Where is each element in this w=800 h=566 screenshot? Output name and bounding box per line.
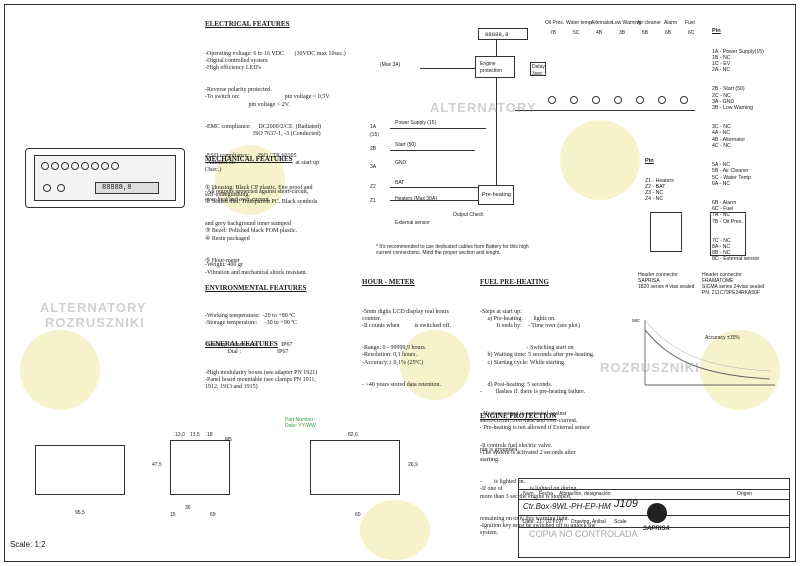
plot-ylabel: sec [632,318,640,324]
delay-box: Delay 3sec [532,64,545,77]
cable-note: * It's recommended to use dedicated cabl… [376,244,529,256]
dim-69: 69 [210,512,216,518]
engine-heading: ENGINE PROTECTION [480,412,557,420]
hourmeter-heading: HOUR - METER [362,278,415,286]
dim-m5: M5 [225,437,232,443]
fuel-icon-d [680,96,688,104]
preheat-indicator-icon [43,184,51,192]
drawing-number: J109 [614,498,638,510]
company-name: SAPRISA [643,526,670,532]
dim-26-9: 26,9 [408,462,418,468]
alt-icon-d [592,96,600,104]
scale-label: Scale: 1:2 [10,540,46,549]
air-cleaner-icon [81,162,89,170]
connector-right-label: Header connector FRAMATOME SICMA series … [702,272,765,296]
engine-protection-box: Engine protection [480,61,502,74]
dim-82-6: 82,6 [348,432,358,438]
engine-stop-icon [57,184,65,192]
alarm-icon [91,162,99,170]
uncontrolled-copy: COPIA NO CONTROLADA [529,529,638,539]
saprisa-connector [650,212,682,252]
watermark-3: ALTERNATORY [430,100,537,115]
accuracy-label: Accuracy ±15% [705,335,740,341]
connector-left-label: Header connector SAPRISA 1820 series 4 v… [638,272,695,290]
part-number-label: Part Number: Date: YY/WW [285,417,316,429]
preheat-time-plot [644,319,775,386]
title-block: Num. Fecha Alteración, designación Orige… [518,478,790,558]
electrical-heading: ELECTRICAL FEATURES [205,20,290,28]
hour-display: 88888,8 [102,184,132,192]
air-icon-d [636,96,644,104]
alarm-icon-d [658,96,666,104]
general-heading: GENERAL FEATURES [205,340,278,348]
z-pin-heading: Pin [645,158,654,164]
framatome-connector [710,212,746,256]
dim-13-0: 13,0 [175,432,185,438]
pin-heading: Pin [712,28,721,34]
warn-icon-d [614,96,622,104]
preheat-icon [111,162,119,170]
bottom-side-view [170,440,230,495]
water-temp-icon [51,162,59,170]
environmental-heading: ENVIRONMENTAL FEATURES [205,284,307,292]
watermark-4: ROZRUSZNIKI [600,360,700,375]
bottom-rear-view [310,440,400,495]
watermark-2: ROZRUSZNIKI [45,315,145,330]
date-label: Date: 21 / 02 / 07 [523,519,562,525]
temp-icon-d [570,96,578,104]
mechanical-heading: MECHANICAL FEATURES [205,155,293,163]
preheating-box: Pre-heating [482,192,511,198]
fuel-icon [101,162,109,170]
scale-cell: Scale [614,519,627,525]
dim-60: 60 [355,512,361,518]
box-code: Ctr.Box-9WL-PH-EP-HM [523,502,611,511]
low-warning-icon [71,162,79,170]
oil-pressure-icon [41,162,49,170]
output-check-label: Output Check [453,212,484,218]
mechanical-list: ① Housing: Black CP plastic. Fire proof … [205,184,318,264]
oil-icon-d [548,96,556,104]
fuel-list: -Steps at start up: a) Pre-heating. ligh… [480,308,595,454]
saprisa-logo-icon [647,503,667,523]
external-sensor-label: External sensor [395,220,430,226]
weight: -Weight: 400 gr [205,262,243,268]
dim-15: 15 [170,512,176,518]
drawing-frame [4,4,796,562]
vibration: -Vibration and mechanical shock resistan… [205,270,308,276]
bottom-front-view [35,445,125,495]
dim-36: 36 [185,505,191,511]
dim-18: 18 [207,432,213,438]
dim-13-5: 13,5 [190,432,200,438]
dim-47-5: 47,5 [152,462,162,468]
drawn-by: Drawing: Anibal [571,519,606,525]
general-list: -High modularity boxes (see adapter PN 1… [205,369,318,391]
electrical-list: -Operating voltage: 6 to 16 VDC (30VDC m… [205,50,346,203]
fuel-heading: FUEL PRE-HEATING [480,278,549,286]
dim-95-5: 95,5 [75,510,85,516]
battery-icon [61,162,69,170]
watermark-1: ALTERNATORY [40,300,147,315]
controller-front-view: 88888,8 [25,148,185,208]
environmental-list: -Working temperature: -20 to +80 ºC-Stor… [205,312,298,356]
